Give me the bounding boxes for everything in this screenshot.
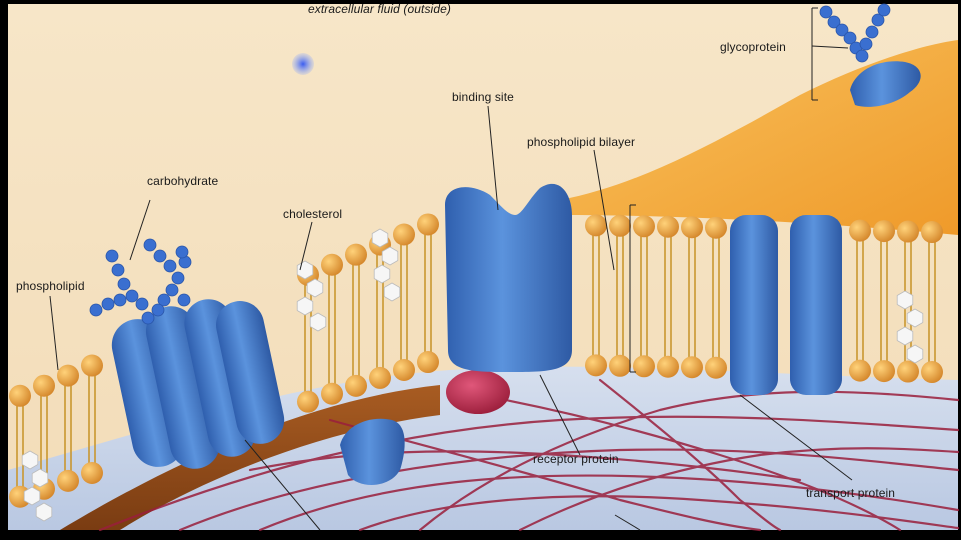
- carbohydrate-sugar: [176, 246, 188, 258]
- carbohydrate-sugar: [172, 272, 184, 284]
- glycoprotein-sugar: [856, 50, 868, 62]
- solute-molecule: [292, 53, 314, 75]
- phospholipid-head: [609, 355, 631, 377]
- glycoprotein-sugar: [820, 6, 832, 18]
- phospholipid-head: [417, 213, 439, 235]
- phospholipid-head: [417, 351, 439, 373]
- cholesterol-ring: [897, 327, 913, 345]
- carbohydrate-sugar: [144, 239, 156, 251]
- cholesterol-ring: [297, 297, 313, 315]
- phospholipid-head: [57, 365, 79, 387]
- carbohydrate-sugar: [136, 298, 148, 310]
- carbohydrate-sugar: [154, 250, 166, 262]
- phospholipid-head: [321, 383, 343, 405]
- carbohydrate-sugar: [164, 260, 176, 272]
- phospholipid-head: [585, 214, 607, 236]
- phospholipid-head: [633, 355, 655, 377]
- phospholipid-head: [681, 216, 703, 238]
- phospholipid-head: [9, 385, 31, 407]
- cholesterol-ring: [22, 451, 38, 469]
- phospholipid-head: [609, 215, 631, 237]
- label-binding-site: binding site: [452, 90, 514, 104]
- label-glycoprotein: glycoprotein: [720, 40, 786, 54]
- label-phospholipid-bilayer: phospholipid bilayer: [527, 135, 635, 149]
- phospholipid-head: [81, 355, 103, 377]
- phospholipid-head: [897, 221, 919, 243]
- carbohydrate-sugar: [142, 312, 154, 324]
- carbohydrate-sugar: [90, 304, 102, 316]
- glycoprotein-sugar: [878, 4, 890, 16]
- carbohydrate-sugar: [152, 304, 164, 316]
- carbohydrate-sugar: [106, 250, 118, 262]
- phospholipid-head: [849, 220, 871, 242]
- phospholipid-head: [393, 224, 415, 246]
- label-receptor-protein: receptor protein: [533, 452, 619, 466]
- glycoprotein-sugar: [860, 38, 872, 50]
- phospholipid-head: [633, 215, 655, 237]
- cholesterol-ring: [374, 265, 390, 283]
- label-transport-protein: transport protein: [806, 486, 895, 500]
- glycoprotein-sugar: [866, 26, 878, 38]
- cholesterol-ring: [24, 487, 40, 505]
- phospholipid-head: [657, 216, 679, 238]
- cholesterol-ring: [310, 313, 326, 331]
- phospholipid-head: [345, 244, 367, 266]
- label-phospholipid: phospholipid: [16, 279, 85, 293]
- phospholipid-head: [657, 356, 679, 378]
- phospholipid-head: [297, 391, 319, 413]
- carbohydrate-sugar: [178, 294, 190, 306]
- phospholipid-head: [705, 357, 727, 379]
- phospholipid-head: [57, 470, 79, 492]
- phospholipid-head: [81, 462, 103, 484]
- carbohydrate-sugar: [102, 298, 114, 310]
- phospholipid-head: [921, 221, 943, 243]
- phospholipid-head: [321, 254, 343, 276]
- phospholipid-head: [345, 375, 367, 397]
- label-extracellular-fluid: extracellular fluid (outside): [308, 2, 451, 16]
- cholesterol-ring: [897, 291, 913, 309]
- cholesterol-ring: [907, 345, 923, 363]
- label-cholesterol: cholesterol: [283, 207, 342, 221]
- carbohydrate-sugar: [126, 290, 138, 302]
- phospholipid-head: [33, 375, 55, 397]
- cholesterol-ring: [382, 247, 398, 265]
- phospholipid-head: [897, 361, 919, 383]
- phospholipid-head: [873, 220, 895, 242]
- cholesterol-ring: [907, 309, 923, 327]
- receptor-ligand: [446, 370, 510, 414]
- phospholipid-head: [921, 361, 943, 383]
- phospholipid-head: [849, 360, 871, 382]
- cholesterol-ring: [384, 283, 400, 301]
- cholesterol-ring: [36, 503, 52, 521]
- phospholipid-head: [681, 356, 703, 378]
- cholesterol-ring: [297, 261, 313, 279]
- phospholipid-head: [873, 360, 895, 382]
- carbohydrate-sugar: [114, 294, 126, 306]
- cholesterol-ring: [32, 469, 48, 487]
- carbohydrate-sugar: [166, 284, 178, 296]
- cholesterol-ring: [307, 279, 323, 297]
- phospholipid-head: [393, 359, 415, 381]
- cholesterol-ring: [372, 229, 388, 247]
- phospholipid-head: [705, 217, 727, 239]
- phospholipid-head: [585, 354, 607, 376]
- label-carbohydrate: carbohydrate: [147, 174, 218, 188]
- carbohydrate-sugar: [112, 264, 124, 276]
- phospholipid-head: [369, 367, 391, 389]
- carbohydrate-sugar: [118, 278, 130, 290]
